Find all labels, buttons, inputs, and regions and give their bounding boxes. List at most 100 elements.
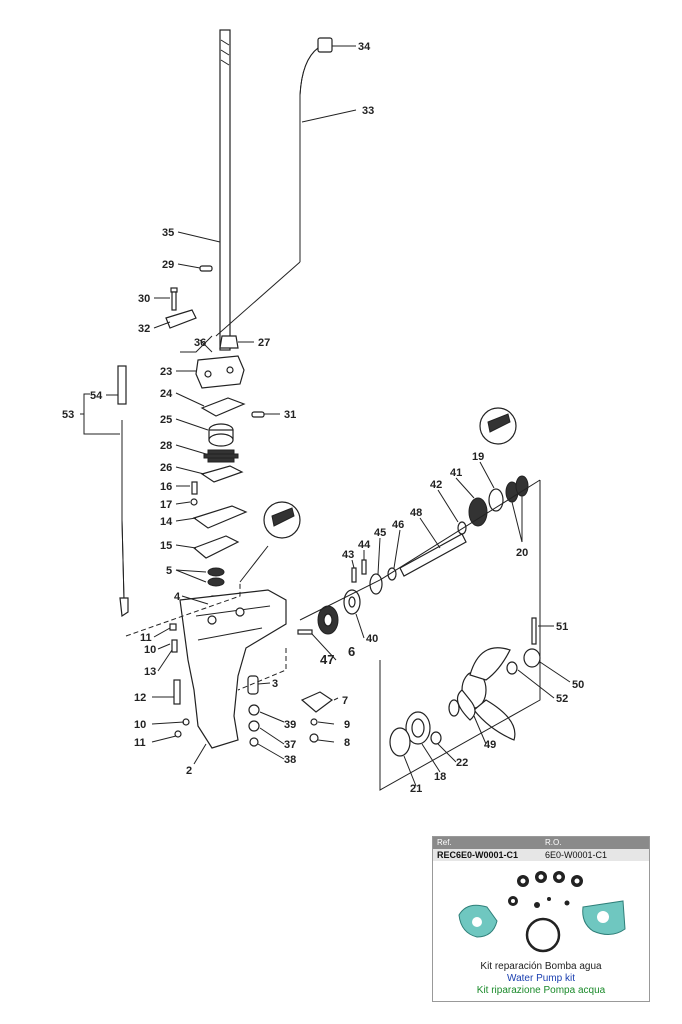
pin-31 [251, 411, 265, 418]
callout-12: 12 [134, 692, 146, 704]
callout-7: 7 [342, 695, 348, 707]
anode-7 [300, 691, 334, 713]
washer-9 [310, 718, 318, 726]
assembly-frame [125, 261, 541, 791]
callout-39: 39 [284, 719, 296, 731]
callout-42: 42 [430, 479, 442, 491]
clutch-45 [369, 573, 383, 595]
ro-header: R.O. [545, 838, 562, 847]
callout-25: 25 [160, 414, 172, 426]
callout-11b: 11 [134, 737, 146, 749]
kit-header-row: Ref. R.O. [433, 837, 649, 849]
ref-header: Ref. [437, 838, 452, 847]
impeller-25 [208, 423, 234, 447]
shift-rod [117, 365, 129, 618]
callout-21: 21 [410, 783, 422, 795]
callout-9: 9 [344, 719, 350, 731]
callout-22: 22 [456, 757, 468, 769]
callout-53: 53 [62, 409, 74, 421]
callout-47: 47 [320, 652, 334, 667]
callout-3: 3 [272, 678, 278, 690]
bolt-30 [170, 287, 178, 311]
drive-shaft [219, 29, 231, 351]
callout-10b: 10 [134, 719, 146, 731]
ref-value: REC6E0-W0001-C1 [437, 850, 519, 860]
callout-27: 27 [258, 337, 270, 349]
callout-26: 26 [160, 462, 172, 474]
washer-52 [506, 661, 518, 675]
callout-23: 23 [160, 366, 172, 378]
bolt-16 [191, 481, 198, 495]
washer-49a [448, 699, 460, 717]
seal-inset-circle-2 [263, 501, 301, 539]
pin-43 [351, 567, 357, 583]
callout-11a: 11 [140, 632, 152, 644]
gasket-15 [192, 535, 240, 559]
dowel-13 [171, 639, 178, 653]
callout-20: 20 [516, 547, 528, 559]
callout-14: 14 [160, 516, 173, 528]
pin-47 [297, 629, 313, 635]
callout-8: 8 [344, 737, 350, 749]
gear-41 [468, 497, 488, 527]
callout-2: 2 [186, 765, 192, 777]
callout-labels: 34 33 35 29 30 32 36 27 23 24 31 25 28 2… [62, 41, 584, 795]
gasket-37 [248, 720, 260, 732]
washer-17 [190, 498, 198, 506]
callout-31: 31 [284, 409, 296, 421]
callout-49: 49 [484, 739, 496, 751]
plate-14 [192, 505, 248, 529]
pump-housing-23 [195, 355, 245, 389]
callout-33: 33 [362, 105, 374, 117]
callout-45: 45 [374, 527, 386, 539]
callout-13: 13 [144, 666, 156, 678]
thrust-18 [405, 711, 431, 745]
clamp-32 [165, 309, 197, 329]
seal-inset-circle [479, 407, 517, 445]
callout-19: 19 [472, 451, 484, 463]
pin-29 [199, 265, 213, 272]
callout-30: 30 [138, 293, 150, 305]
seal-27 [219, 335, 239, 349]
plug-39 [248, 704, 260, 716]
callout-40: 40 [366, 633, 378, 645]
callout-37: 37 [284, 739, 296, 751]
callout-35: 35 [162, 227, 174, 239]
callout-32: 32 [138, 323, 150, 335]
callout-24: 24 [160, 388, 173, 400]
kit-o-ring [525, 917, 561, 953]
bolt-8 [309, 733, 319, 743]
gear-6 [317, 605, 339, 635]
washer-42 [457, 521, 467, 535]
callout-52: 52 [556, 693, 568, 705]
callout-10a: 10 [144, 644, 156, 656]
leader-lines [80, 45, 571, 787]
bolt-51 [531, 617, 537, 645]
lower-case-2 [179, 589, 287, 749]
callout-41: 41 [450, 467, 462, 479]
kit-seals [508, 871, 583, 908]
callout-38: 38 [284, 754, 296, 766]
propeller-49 [456, 647, 516, 741]
callout-48: 48 [410, 507, 422, 519]
seals-5 [207, 567, 225, 587]
callout-16: 16 [160, 481, 172, 493]
gasket-24 [200, 397, 246, 417]
plug-38 [249, 737, 259, 747]
callout-36: 36 [194, 337, 206, 349]
nut-50 [523, 648, 541, 668]
cartridge-26 [200, 465, 244, 483]
callout-51: 51 [556, 621, 568, 633]
kit-name-es: Kit reparación Bomba agua [480, 961, 602, 972]
bolt-11a [169, 623, 177, 631]
pin-22 [430, 731, 442, 745]
callout-46: 46 [392, 519, 404, 531]
repair-kit-box: Ref. R.O. REC6E0-W0001-C1 6E0-W0001-C1 K… [432, 836, 650, 1002]
pin-44 [361, 559, 367, 575]
callout-28: 28 [160, 440, 172, 452]
callout-29: 29 [162, 259, 174, 271]
plug-3 [247, 675, 259, 695]
callout-6: 6 [348, 644, 355, 659]
kit-name-it: Kit riparazione Pompa acqua [476, 985, 606, 996]
